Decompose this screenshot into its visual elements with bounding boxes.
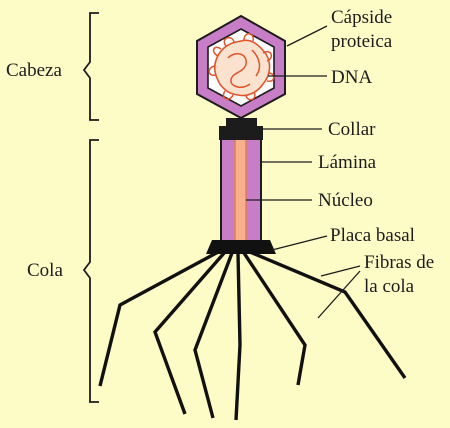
dna-loops — [208, 33, 275, 101]
head-group-label: Cabeza — [6, 60, 62, 81]
capsid-label-line2: proteica — [331, 31, 393, 52]
tail-fiber — [193, 252, 234, 419]
tail-group-label: Cola — [27, 260, 63, 281]
capsid-leader — [286, 25, 328, 47]
tail-fibers — [98, 249, 407, 421]
leader-lines — [246, 25, 361, 319]
head-bracket — [82, 12, 99, 121]
tail-core — [234, 131, 247, 246]
capsid-label-line1: Cápside — [331, 7, 392, 28]
tail-fibers-label-line1: Fibras de — [364, 252, 434, 273]
fibers-leader — [320, 265, 361, 277]
tail-fiber — [249, 250, 407, 379]
base-plate-label: Placa basal — [330, 225, 415, 246]
tail-fibers-label-line2: la cola — [364, 276, 415, 297]
fibers-leader — [317, 270, 361, 319]
tail-fiber — [153, 250, 227, 415]
tail-fiber — [234, 252, 242, 421]
collar — [219, 118, 263, 140]
collar-label: Collar — [328, 119, 376, 140]
tail-fiber — [98, 249, 221, 387]
tail-fiber — [242, 252, 307, 386]
sheath-label: Lámina — [318, 152, 377, 173]
base-plate — [206, 240, 276, 254]
base-plate-leader — [271, 235, 328, 251]
tail-bracket — [82, 139, 99, 403]
dna-label: DNA — [331, 67, 372, 88]
core-label: Núcleo — [318, 190, 373, 211]
